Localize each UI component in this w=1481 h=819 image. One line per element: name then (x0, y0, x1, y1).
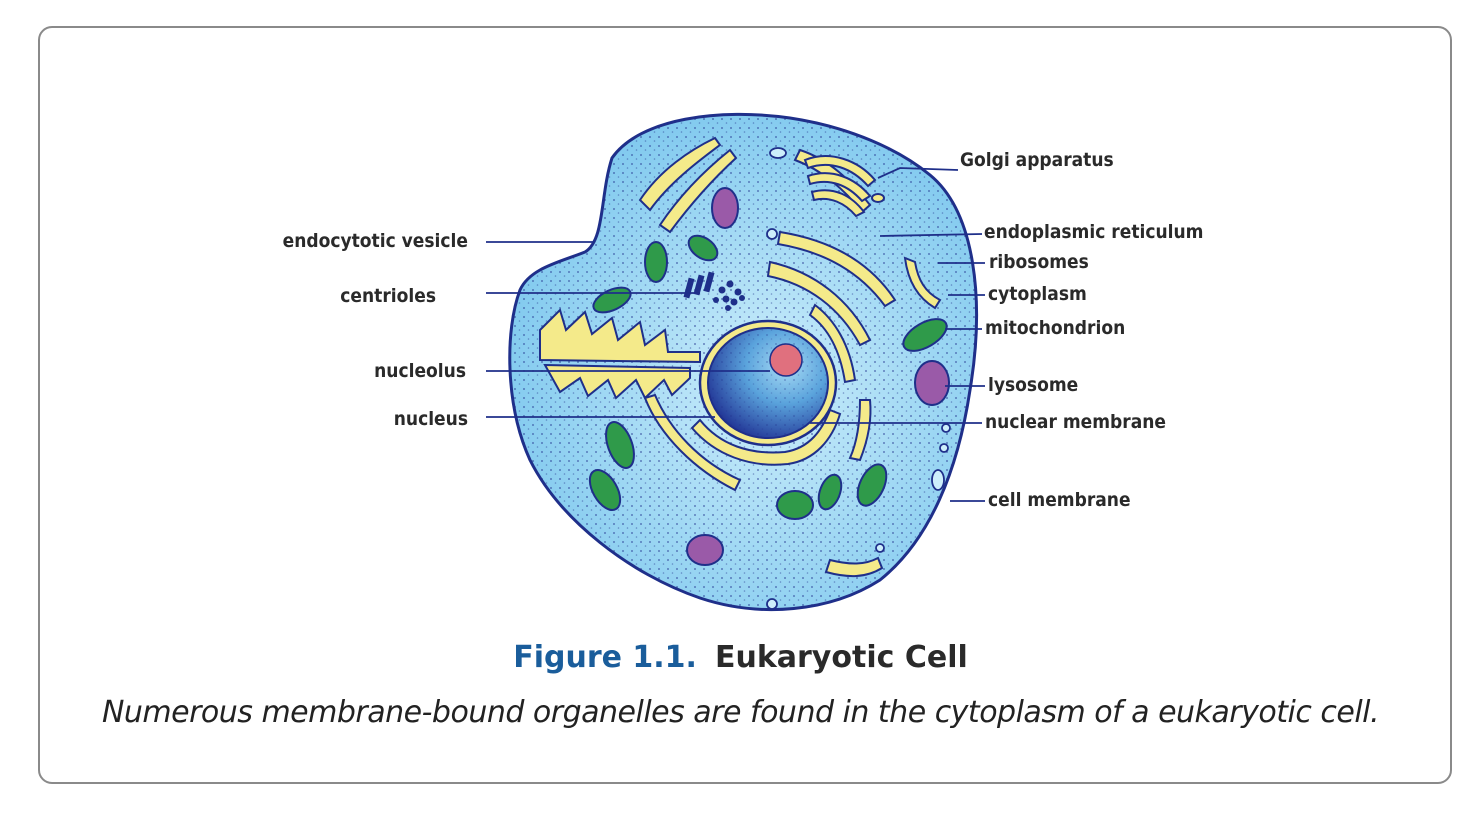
mitochondrion (776, 490, 814, 520)
label-ribosomes: ribosomes (989, 251, 1089, 273)
label-centrioles: centrioles (340, 285, 436, 307)
label-lysosome: lysosome (988, 374, 1079, 396)
golgi-apparatus (803, 155, 885, 218)
mitochondrion (605, 421, 635, 469)
lysosome (711, 187, 739, 229)
lysosomes (686, 187, 950, 566)
mitochondrion (902, 318, 948, 352)
label-mitochondrion: mitochondrion (985, 317, 1126, 339)
figure-caption-title: Figure 1.1. Eukaryotic Cell (0, 640, 1481, 675)
mitochondrion (687, 234, 719, 262)
mitochondrion (817, 473, 843, 511)
label-endocytotic-vesicle: endocytotic vesicle (282, 230, 468, 252)
figure-title: Eukaryotic Cell (714, 640, 968, 675)
mitochondrion (588, 469, 622, 511)
label-nucleus: nucleus (393, 408, 468, 430)
label-endoplasmic-reticulum: endoplasmic reticulum (984, 221, 1204, 243)
nucleus (698, 319, 838, 447)
figure-caption-description: Numerous membrane-bound organelles are f… (101, 695, 1380, 730)
leader-lines (486, 167, 985, 502)
mitochondria (588, 234, 948, 520)
lysosome (686, 534, 724, 566)
label-golgi-apparatus: Golgi apparatus (960, 149, 1114, 171)
label-nuclear-membrane: nuclear membrane (985, 411, 1167, 433)
figure-number: Figure 1.1. (513, 640, 697, 675)
label-cell-membrane: cell membrane (988, 489, 1131, 511)
label-nucleolus: nucleolus (374, 360, 466, 382)
lysosome (914, 360, 950, 406)
mitochondrion (644, 241, 668, 283)
label-cytoplasm: cytoplasm (988, 283, 1087, 305)
vesicles (766, 147, 951, 610)
nucleolus (769, 343, 803, 377)
mitochondrion (856, 463, 888, 507)
